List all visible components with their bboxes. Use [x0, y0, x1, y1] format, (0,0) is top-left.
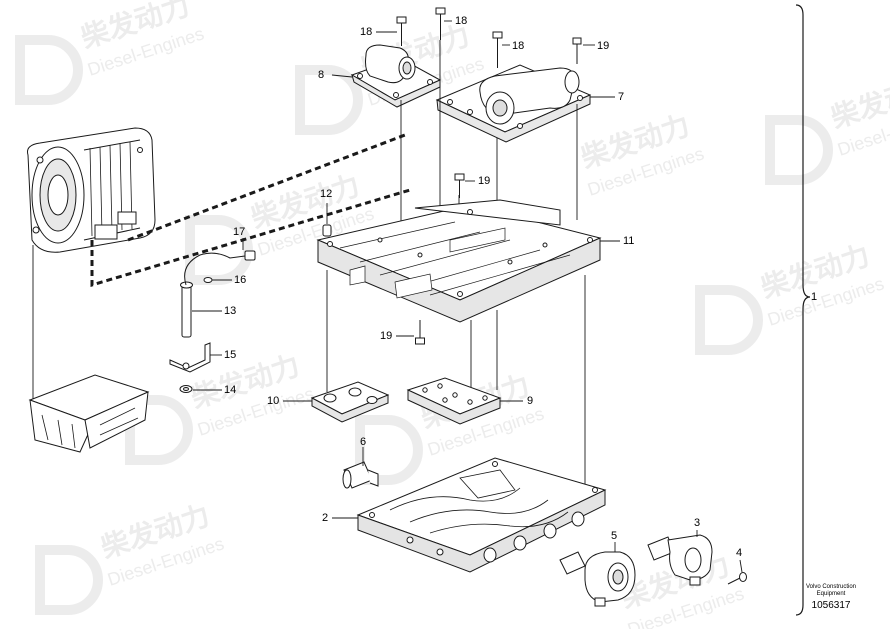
callout-18: 18 [455, 15, 468, 27]
callout-9: 9 [527, 395, 534, 407]
callout-19: 19 [380, 330, 393, 342]
callout-13: 13 [224, 305, 237, 317]
watermark-logo [695, 285, 763, 355]
callout-15: 15 [224, 349, 237, 361]
bolt-18a [396, 16, 407, 46]
bracket-15 [169, 342, 211, 373]
separator-plate-11 [316, 199, 602, 323]
oil-pan [28, 374, 150, 453]
bolt-19a [572, 37, 582, 64]
bolt-18b [435, 7, 446, 40]
callout-2: 2 [322, 512, 329, 524]
callout-18: 18 [512, 40, 525, 52]
callout-11: 11 [623, 235, 635, 247]
solenoid-valve-6 [342, 461, 379, 489]
bolt-19c [415, 320, 425, 345]
bolt-18c [492, 31, 503, 68]
credit-line-2: Equipment [816, 591, 846, 597]
callout-4: 4 [736, 547, 743, 559]
callout-7: 7 [618, 91, 625, 103]
callout-19: 19 [597, 40, 610, 52]
callout-10: 10 [267, 395, 280, 407]
screw-4 [727, 572, 747, 585]
watermark-logo [125, 395, 193, 465]
watermark-logo [295, 65, 363, 135]
credit-line-1: Volvo Construction [805, 584, 857, 590]
publisher-credit: Volvo Construction Equipment [783, 584, 879, 598]
callout-19: 19 [478, 175, 491, 187]
transmission-housing [27, 127, 156, 253]
washer-16 [203, 277, 213, 283]
cover-plate-10 [310, 381, 390, 423]
callout-12: 12 [320, 188, 333, 200]
callout-1: 1 [811, 291, 818, 303]
callout-17: 17 [233, 226, 246, 238]
bolt-19b [454, 173, 465, 198]
callout-8: 8 [318, 69, 325, 81]
watermark-brand-cn: 柴发动力 [827, 69, 890, 134]
callout-6: 6 [360, 436, 367, 448]
callout-16: 16 [234, 274, 247, 286]
document-number: 1056317 [811, 600, 851, 611]
solenoid-valve-5 [559, 551, 636, 607]
watermark-logo [35, 545, 103, 615]
assembly-bracket [795, 4, 811, 616]
temperature-sensor-13 [180, 250, 256, 338]
watermark-logo [15, 35, 83, 105]
solenoid-cover-7 [435, 64, 592, 143]
leader-lines [192, 20, 743, 573]
valve-body-2 [356, 457, 607, 573]
dowel-pin-12 [322, 224, 332, 237]
watermark-logo [765, 115, 833, 185]
seal-ring-14 [179, 385, 193, 393]
callout-5: 5 [611, 530, 618, 542]
callout-14: 14 [224, 384, 237, 396]
watermark-logo [355, 415, 423, 485]
pressure-sensor-3 [647, 534, 713, 586]
dashed-connectors [90, 133, 411, 288]
cover-plate-9 [406, 377, 502, 425]
callout-3: 3 [694, 517, 701, 529]
alignment-lines-lower [326, 270, 586, 490]
callout-18: 18 [360, 26, 373, 38]
